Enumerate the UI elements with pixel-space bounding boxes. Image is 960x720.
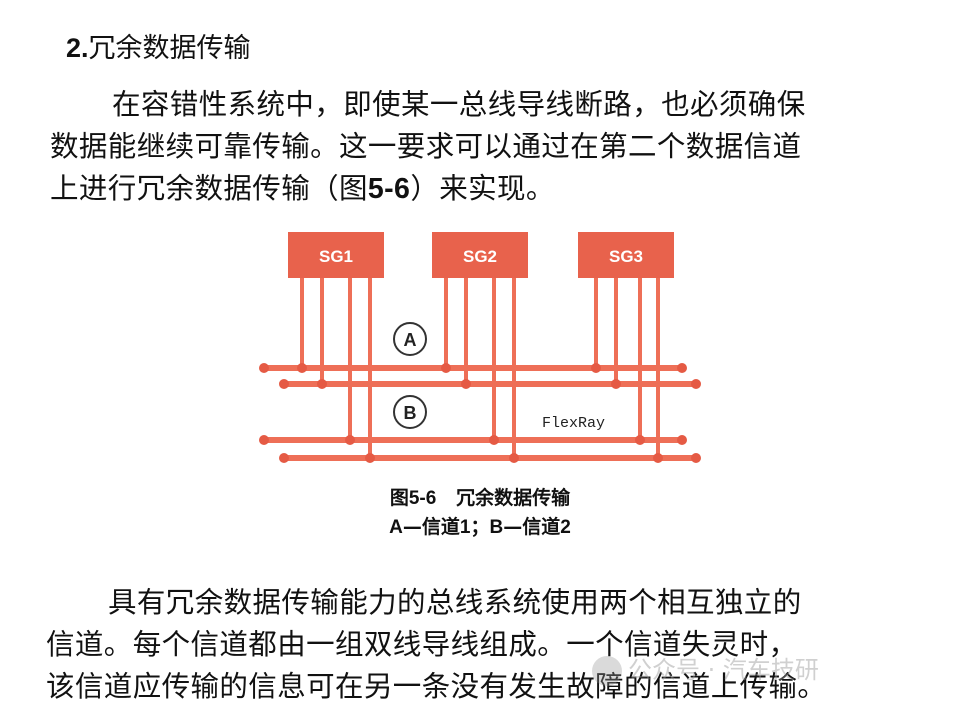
flexray-redundancy-diagram: SG1 SG2 SG3 A B FlexRay xyxy=(259,232,701,463)
junction-node xyxy=(635,435,645,445)
unit-wires xyxy=(300,276,660,458)
watermark: 公众号 · 汽车技研 xyxy=(592,650,819,686)
junction-node xyxy=(365,453,375,463)
watermark-text: 公众号 · 汽车技研 xyxy=(628,656,819,684)
bus-end-node xyxy=(691,379,701,389)
bus-end-node xyxy=(279,453,289,463)
channel-a-label: A xyxy=(404,330,417,350)
junction-node xyxy=(441,363,451,373)
bus-lines xyxy=(261,365,699,461)
legend-a-letter: A xyxy=(389,517,403,538)
redundancy-paragraph: 具有冗余数据传输能力的总线系统使用两个相互独立的 信道。每个信道都由一组双线导线… xyxy=(46,582,826,708)
figure-reference: 5-6 xyxy=(367,173,411,205)
intro-line-3-start: 上进行冗余数据传输（图 xyxy=(50,172,368,205)
channel-b-marker: B xyxy=(393,395,427,429)
bus-end-node xyxy=(677,435,687,445)
intro-line-3: 上进行冗余数据传输（图5-6）来实现。 xyxy=(50,168,806,210)
junction-node xyxy=(317,379,327,389)
channel-b-label: B xyxy=(404,403,417,423)
junction-node xyxy=(489,435,499,445)
sg2-label: SG2 xyxy=(463,247,497,266)
junction-node xyxy=(591,363,601,373)
bus-end-node xyxy=(259,363,269,373)
bus-end-node xyxy=(259,435,269,445)
wechat-icon xyxy=(592,656,622,686)
intro-paragraph: 在容错性系统中，即使某一总线导线断路，也必须确保 数据能继续可靠传输。这一要求可… xyxy=(50,84,806,210)
bus-end-nodes xyxy=(259,363,701,463)
section-number: 2. xyxy=(66,33,89,63)
channel-a-marker: A xyxy=(393,322,427,356)
junction-node xyxy=(297,363,307,373)
sg2-box xyxy=(432,232,528,278)
bus-end-node xyxy=(691,453,701,463)
caption-prefix: 图 xyxy=(389,487,409,509)
junction-node xyxy=(345,435,355,445)
redundancy-line-2: 信道。每个信道都由一组双线导线组成。一个信道失灵时， xyxy=(46,628,798,661)
bus-end-node xyxy=(279,379,289,389)
flexray-label: FlexRay xyxy=(542,415,605,432)
figure-caption-title: 图5-6 冗余数据传输 xyxy=(320,484,640,513)
control-unit-sg3: SG3 xyxy=(578,232,674,278)
redundancy-line-3: 该信道应传输的信息可在另一条没有发生故障的信道上传输。 xyxy=(46,670,827,703)
legend-b-text: —信道 xyxy=(503,516,561,538)
caption-figure-number: 5-6 xyxy=(408,488,437,509)
intro-line-2: 数据能继续可靠传输。这一要求可以通过在第二个数据信道 xyxy=(50,130,802,163)
bus-end-node xyxy=(677,363,687,373)
intro-line-3-end: ）来实现。 xyxy=(410,172,555,205)
redundancy-line-1: 具有冗余数据传输能力的总线系统使用两个相互独立的 xyxy=(108,586,802,619)
sg3-box xyxy=(578,232,674,278)
legend-a-text: —信道 xyxy=(402,516,460,538)
control-unit-sg2: SG2 xyxy=(432,232,528,278)
sg3-label: SG3 xyxy=(609,247,643,266)
figure-caption-legend: A—信道1；B—信道2 xyxy=(320,513,640,542)
section-heading: 2.冗余数据传输 xyxy=(66,28,251,69)
junction-node xyxy=(653,453,663,463)
section-title: 冗余数据传输 xyxy=(88,33,251,64)
sg1-box xyxy=(288,232,384,278)
junction-node xyxy=(461,379,471,389)
caption-title-text: 冗余数据传输 xyxy=(456,487,571,509)
legend-b-number: 2 xyxy=(560,517,571,538)
legend-separator: ； xyxy=(470,516,490,538)
junction-nodes xyxy=(297,363,663,463)
junction-node xyxy=(509,453,519,463)
intro-line-1: 在容错性系统中，即使某一总线导线断路，也必须确保 xyxy=(112,88,806,121)
legend-b-letter: B xyxy=(489,517,504,538)
control-unit-sg1: SG1 xyxy=(288,232,384,278)
sg1-label: SG1 xyxy=(319,247,353,266)
junction-node xyxy=(611,379,621,389)
legend-a-number: 1 xyxy=(459,517,471,538)
